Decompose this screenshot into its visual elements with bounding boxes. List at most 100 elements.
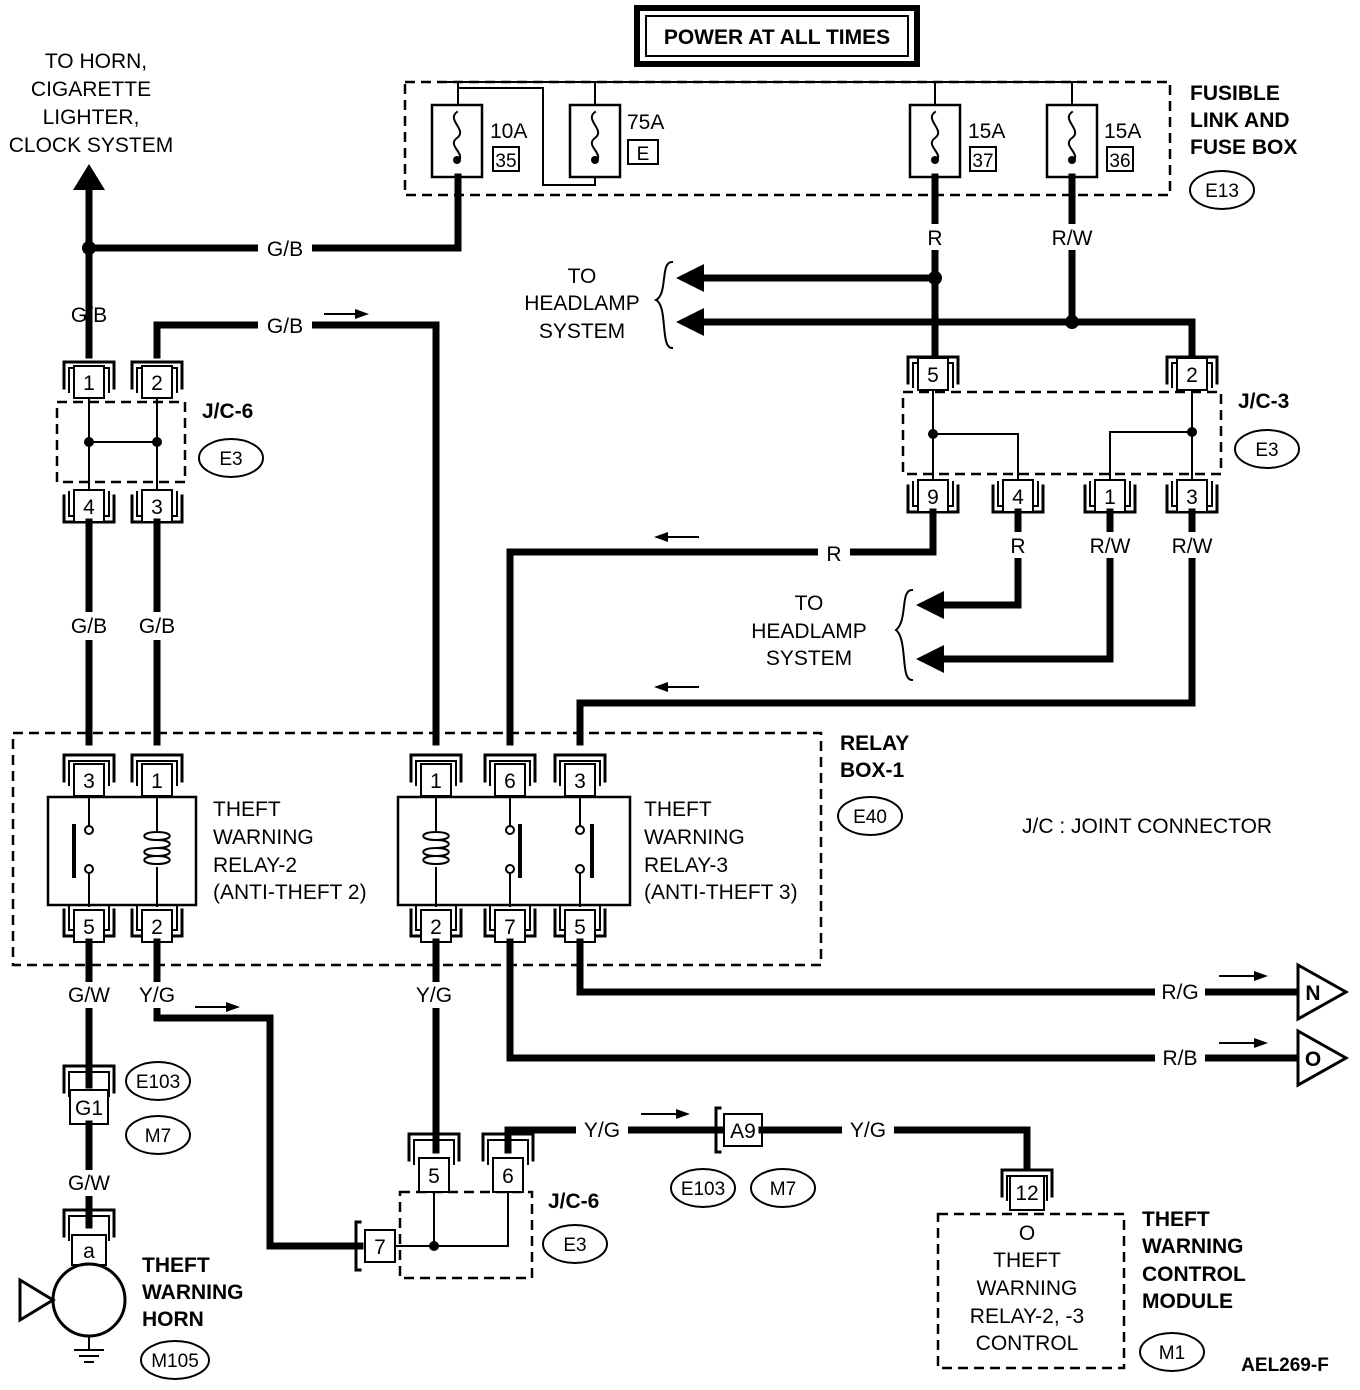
arrow-right-icon xyxy=(1254,1038,1268,1048)
wire-label: R xyxy=(826,543,841,566)
jc-title: J/C-3 xyxy=(1238,390,1289,413)
jc6-bottom: 5 6 7 J/C-6 E3 xyxy=(354,1132,608,1280)
wire-label: G/B xyxy=(139,615,175,638)
wire-label: G/W xyxy=(68,1172,110,1195)
note-text: CLOCK SYSTEM xyxy=(9,134,174,157)
relay-box-title: BOX-1 xyxy=(840,759,905,782)
module-title: MODULE xyxy=(1142,1290,1233,1313)
fuse-id: 36 xyxy=(1109,151,1130,172)
connector-code: E103 xyxy=(136,1072,180,1093)
wire-label: G/B xyxy=(71,615,107,638)
pin-label: 3 xyxy=(1186,486,1198,509)
arrow-right-icon xyxy=(676,1109,690,1119)
arrow-right-icon xyxy=(1254,971,1268,981)
wire-label: Y/G xyxy=(850,1119,886,1142)
power-header-text: POWER AT ALL TIMES xyxy=(664,26,890,49)
pin-label: 2 xyxy=(430,916,442,939)
pin-label: 4 xyxy=(1012,486,1024,509)
arrow-left-icon xyxy=(676,308,704,336)
connector-code: M7 xyxy=(770,1179,796,1200)
pin-label: 9 xyxy=(927,486,939,509)
relay-box-code: E40 xyxy=(853,807,887,828)
arrow-left-icon xyxy=(654,682,668,692)
note-text: TO xyxy=(568,265,597,288)
wire-label: Y/G xyxy=(139,984,175,1007)
fuse-id: 35 xyxy=(495,151,516,172)
offpage-n: N xyxy=(1296,962,1350,1022)
pin-label: 1 xyxy=(151,770,163,793)
module-text: CONTROL xyxy=(976,1332,1079,1355)
pin-label: A9 xyxy=(730,1120,756,1143)
fuse-id: E xyxy=(637,144,650,165)
wire-label: Y/G xyxy=(416,984,452,1007)
module-title: THEFT xyxy=(1142,1208,1210,1231)
fuse-box: 10A 35 75A E 15A 37 15A 36 F xyxy=(403,80,1297,210)
connector-code: E103 xyxy=(681,1179,725,1200)
pin-label: a xyxy=(83,1240,95,1263)
wire-label: R/W xyxy=(1090,535,1131,558)
horn-code: M105 xyxy=(151,1351,199,1372)
relay-text: WARNING xyxy=(644,826,745,849)
arrow-right-icon xyxy=(355,309,369,319)
arrow-left-icon xyxy=(916,591,944,619)
fuse-rating: 15A xyxy=(968,120,1005,143)
note-text: HEADLAMP xyxy=(751,620,867,643)
pin-label: 5 xyxy=(574,916,586,939)
pin-label: 7 xyxy=(504,916,516,939)
fuse-rating: 10A xyxy=(490,120,527,143)
offpage-label: N xyxy=(1305,982,1320,1005)
pin-label: 7 xyxy=(374,1236,386,1259)
wire-label: G/B xyxy=(267,238,303,261)
jc-title: J/C-6 xyxy=(202,400,253,423)
wire-label: R xyxy=(1010,535,1025,558)
module-text: THEFT xyxy=(993,1249,1061,1272)
theft-warning-control-module: 12 O THEFT WARNING RELAY-2, -3 CONTROL T… xyxy=(936,1168,1246,1372)
wire-label: G/B xyxy=(267,315,303,338)
horn-text: WARNING xyxy=(142,1281,244,1304)
wire-label: R xyxy=(927,227,942,250)
offpage-o: O xyxy=(1296,1028,1350,1088)
arrow-right-icon xyxy=(226,1002,240,1012)
note-text: CIGARETTE xyxy=(31,78,151,101)
relay-text: (ANTI-THEFT 2) xyxy=(213,881,367,904)
relay-text: RELAY-2 xyxy=(213,854,297,877)
relay-text: RELAY-3 xyxy=(644,854,728,877)
connector-code: M7 xyxy=(145,1126,171,1147)
pin-label: 6 xyxy=(504,770,516,793)
legend-text: J/C : JOINT CONNECTOR xyxy=(1022,815,1272,838)
arrow-left-icon xyxy=(654,532,668,542)
pin-label: 5 xyxy=(927,364,939,387)
arrow-up-icon xyxy=(73,164,105,190)
pin-label: 3 xyxy=(151,496,163,519)
module-title: WARNING xyxy=(1142,1235,1244,1258)
arrow-left-icon xyxy=(916,645,944,673)
pin-label: 1 xyxy=(430,770,442,793)
fuse-box-title: LINK AND xyxy=(1190,109,1290,132)
jc6-top: 1 2 4 3 J/C-6 E3 xyxy=(55,360,264,524)
note-text: LIGHTER, xyxy=(43,106,140,129)
fuse-id: 37 xyxy=(972,151,993,172)
fuse-E: 75A E xyxy=(568,103,664,179)
fuse-box-title: FUSIBLE xyxy=(1190,82,1280,105)
module-text: WARNING xyxy=(977,1277,1078,1300)
diagram-code: AEL269-F xyxy=(1241,1355,1329,1376)
connector-g1: G1 E103 M7 xyxy=(62,1061,191,1155)
pin-label: 3 xyxy=(83,770,95,793)
wire-label: G/W xyxy=(68,984,110,1007)
pin-label: 12 xyxy=(1015,1182,1038,1205)
ground-icon xyxy=(74,1335,104,1363)
fuse-35: 10A 35 xyxy=(430,103,527,179)
relay-text: (ANTI-THEFT 3) xyxy=(644,881,798,904)
pin-label: 5 xyxy=(428,1165,440,1188)
pin-label: 2 xyxy=(151,916,163,939)
arrow-left-icon xyxy=(676,264,704,292)
connector-a9: A9 E103 M7 xyxy=(670,1106,816,1208)
fuse-36: 15A 36 xyxy=(1045,103,1141,179)
relay-text: THEFT xyxy=(213,798,281,821)
theft-warning-horn: a THEFT WARNING HORN M105 xyxy=(18,1208,244,1380)
jc-code: E3 xyxy=(563,1235,586,1256)
pin-label: 2 xyxy=(151,372,163,395)
fuse-rating: 75A xyxy=(627,111,664,134)
pin-label: 5 xyxy=(83,916,95,939)
